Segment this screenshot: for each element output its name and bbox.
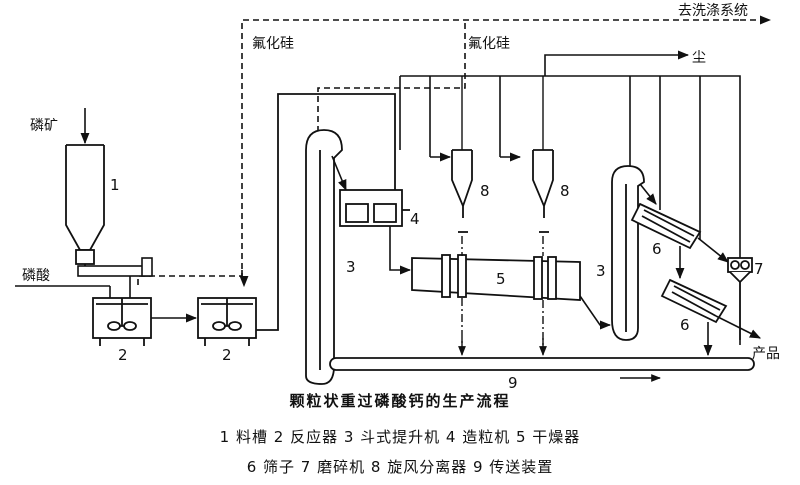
crusher-number: 7 [754,260,764,278]
granulator-to-dryer-line [389,226,412,275]
hopper [65,144,105,272]
screw-feeder [77,257,153,298]
screen-upper [630,202,702,250]
cyclone-left [451,149,473,233]
product-arrow [715,315,762,339]
elevator-right-to-screen [639,183,657,205]
sif4-right-label: 氟化硅 [468,36,510,52]
sif4-left-label: 氟化硅 [252,36,294,52]
elevator-left-to-granulator [331,155,347,192]
granulator-number: 4 [410,210,420,228]
conveyor-number: 9 [508,374,518,392]
dust-label: 尘 [692,50,706,66]
cyclone-right-number: 8 [560,182,570,200]
diagram-title: 颗粒状重过磷酸钙的生产流程 [289,392,511,410]
reactor-a-number: 2 [118,346,128,364]
belt-conveyor [329,357,755,371]
dryer-number: 5 [496,270,506,288]
ore-label: 磷矿 [30,118,58,134]
elevator-right-number: 3 [596,262,606,280]
cyclone-left-number: 8 [480,182,490,200]
granulator [339,189,410,227]
hopper-number: 1 [110,176,120,194]
legend-line-1: 1 料槽 2 反应器 3 斗式提升机 4 造粒机 5 干燥器 [219,428,581,446]
bucket-elevator-right [611,165,645,341]
bucket-elevator-left [305,129,343,385]
screen-to-crusher [697,237,729,263]
acid-label: 磷酸 [22,268,50,284]
to-wash-label: 去洗涤系统 [678,3,748,19]
product-label: 产品 [752,346,780,362]
legend-line-2: 6 筛子 7 磨碎机 8 旋风分离器 9 传送装置 [246,458,554,476]
reactor-b-number: 2 [222,346,232,364]
reactor-b-to-granulator-line [256,93,396,331]
rotary-dryer [411,254,581,301]
screen-lower-number: 6 [680,316,690,334]
reactor-b [197,297,257,346]
cyclone-right [532,149,554,233]
screen-upper-number: 6 [652,240,662,258]
elevator-left-number: 3 [346,258,356,276]
crusher [727,257,753,284]
dryer-outlet-line [579,295,612,330]
screen-lower [660,278,728,324]
reactor-a [92,297,152,346]
sif4-gas-lines [137,19,740,288]
air-header-lines [399,54,741,340]
